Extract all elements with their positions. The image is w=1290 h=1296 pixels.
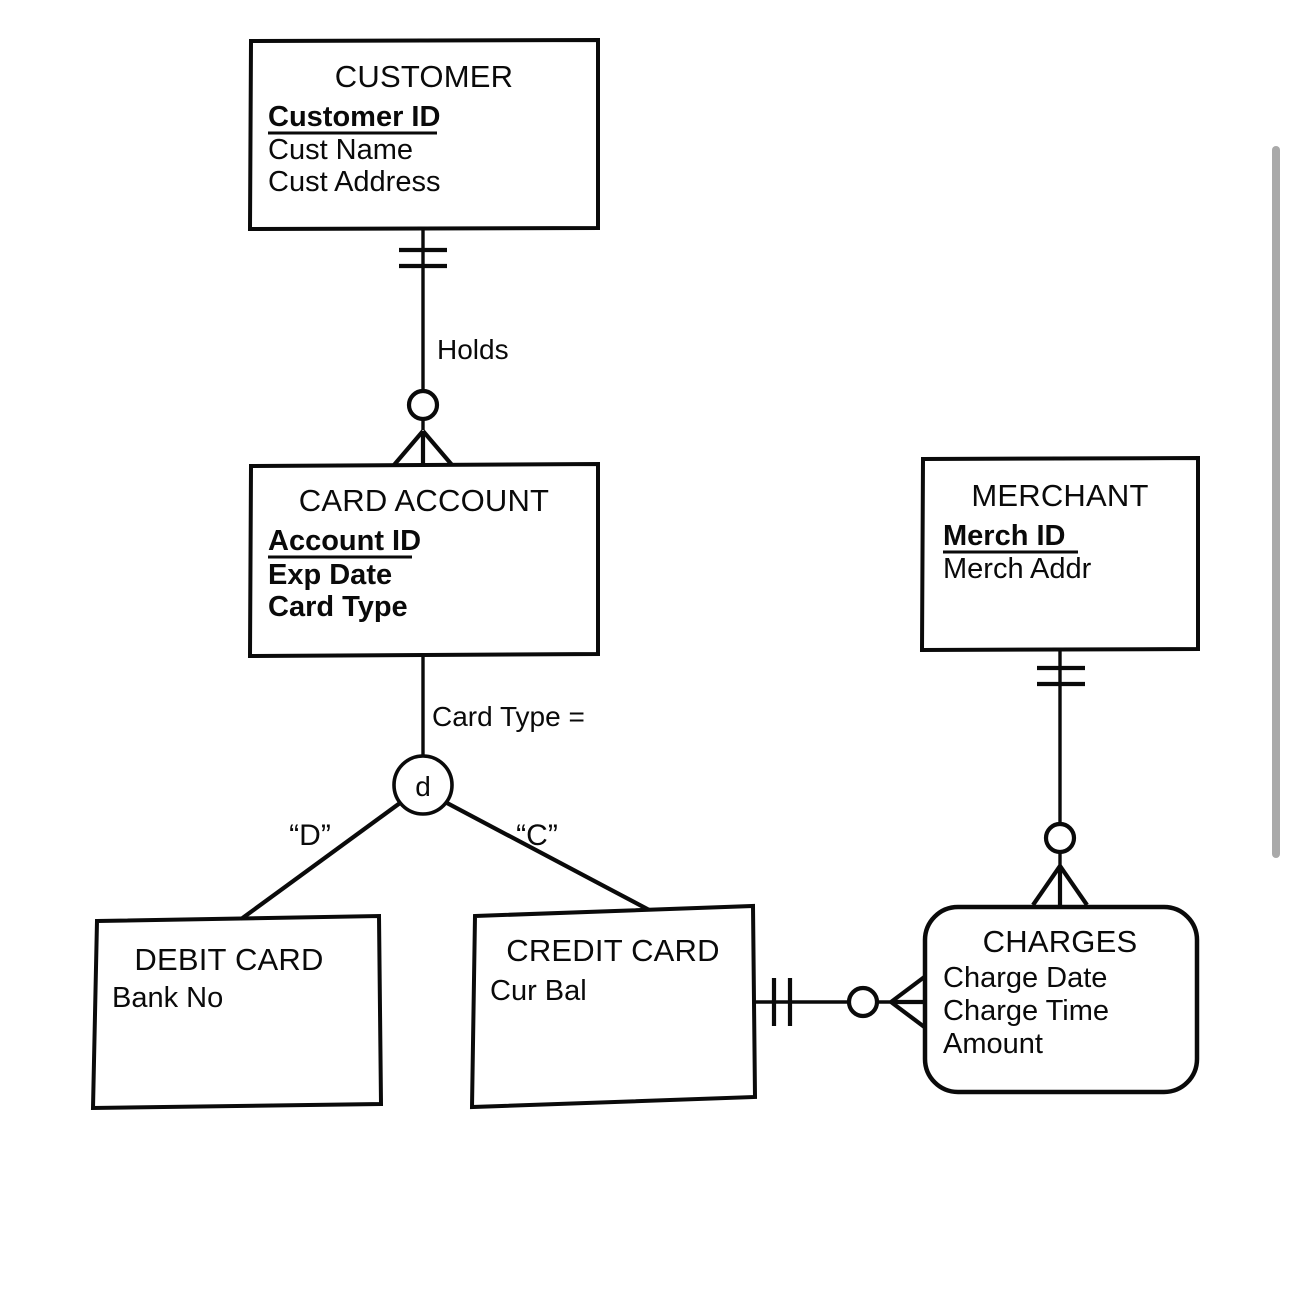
entity-credit-card-attr-0: Cur Bal [490,975,587,1007]
holds-label: Holds [437,334,509,365]
entity-card-account-title: CARD ACCOUNT [299,483,549,518]
entity-card-account-box [247,461,600,659]
branch-line-credit [446,801,669,922]
merchant-crowfoot-left [1031,864,1062,907]
disjoint-discriminator-letter: d [415,771,431,802]
entity-customer-attr-0: Customer ID [268,101,440,133]
holds-optional-circle [406,388,440,422]
branch-label-debit: “D” [289,819,331,852]
entity-card-account-attr-2: Card Type [268,591,408,623]
holds-crowfoot-left [392,429,425,467]
supertype-subtype-structure[interactable]: d Card Type = “D” “C” [231,655,669,927]
entity-merchant-title: MERCHANT [971,478,1148,513]
creditcard-charges-optional-circle [846,985,880,1019]
entity-charges-box [922,904,1200,1095]
entity-customer-attr-1: Cust Name [268,134,413,166]
entity-customer-title: CUSTOMER [335,59,513,94]
entity-debit-card-box [90,913,384,1111]
vertical-scrollbar-thumb[interactable] [1272,146,1280,858]
branch-label-credit: “C” [516,819,558,852]
relationship-creditcard-charges[interactable] [752,970,933,1034]
entity-customer[interactable]: CUSTOMER Customer ID Cust Name Cust Addr… [247,37,600,232]
entity-charges-attr-0: Charge Date [943,962,1107,994]
entity-credit-card-box [469,903,758,1110]
entity-debit-card-title: DEBIT CARD [134,942,323,977]
entity-debit-card-attr-0: Bank No [112,982,223,1014]
entity-credit-card-title: CREDIT CARD [506,933,719,968]
entity-charges-title: CHARGES [983,924,1138,959]
entity-merchant-box [919,455,1200,653]
entity-charges-attr-1: Charge Time [943,995,1109,1027]
discriminator-attribute-label: Card Type = [432,701,585,732]
entity-merchant[interactable]: MERCHANT Merch ID Merch Addr [919,455,1200,653]
entity-card-account-attr-0: Account ID [268,525,421,557]
entity-customer-attr-2: Cust Address [268,166,440,198]
relationship-merchant-charges[interactable] [1031,650,1089,907]
entity-card-account[interactable]: CARD ACCOUNT Account ID Exp Date Card Ty… [247,461,600,659]
entity-charges-attr-2: Amount [943,1028,1043,1060]
merchant-crowfoot-right [1058,864,1089,907]
branch-line-debit [231,801,402,927]
entity-merchant-attr-0: Merch ID [943,520,1065,552]
merchant-charges-optional-circle [1043,821,1077,855]
holds-crowfoot-right [421,429,454,467]
entity-charges[interactable]: CHARGES Charge Date Charge Time Amount [922,904,1200,1095]
entity-credit-card[interactable]: CREDIT CARD Cur Bal [469,903,758,1110]
disjoint-discriminator-circle [392,754,454,816]
entity-debit-card[interactable]: DEBIT CARD Bank No [90,913,384,1111]
entity-card-account-attr-1: Exp Date [268,559,392,591]
entity-merchant-attr-1: Merch Addr [943,553,1092,585]
relationship-holds[interactable]: Holds [392,228,509,467]
